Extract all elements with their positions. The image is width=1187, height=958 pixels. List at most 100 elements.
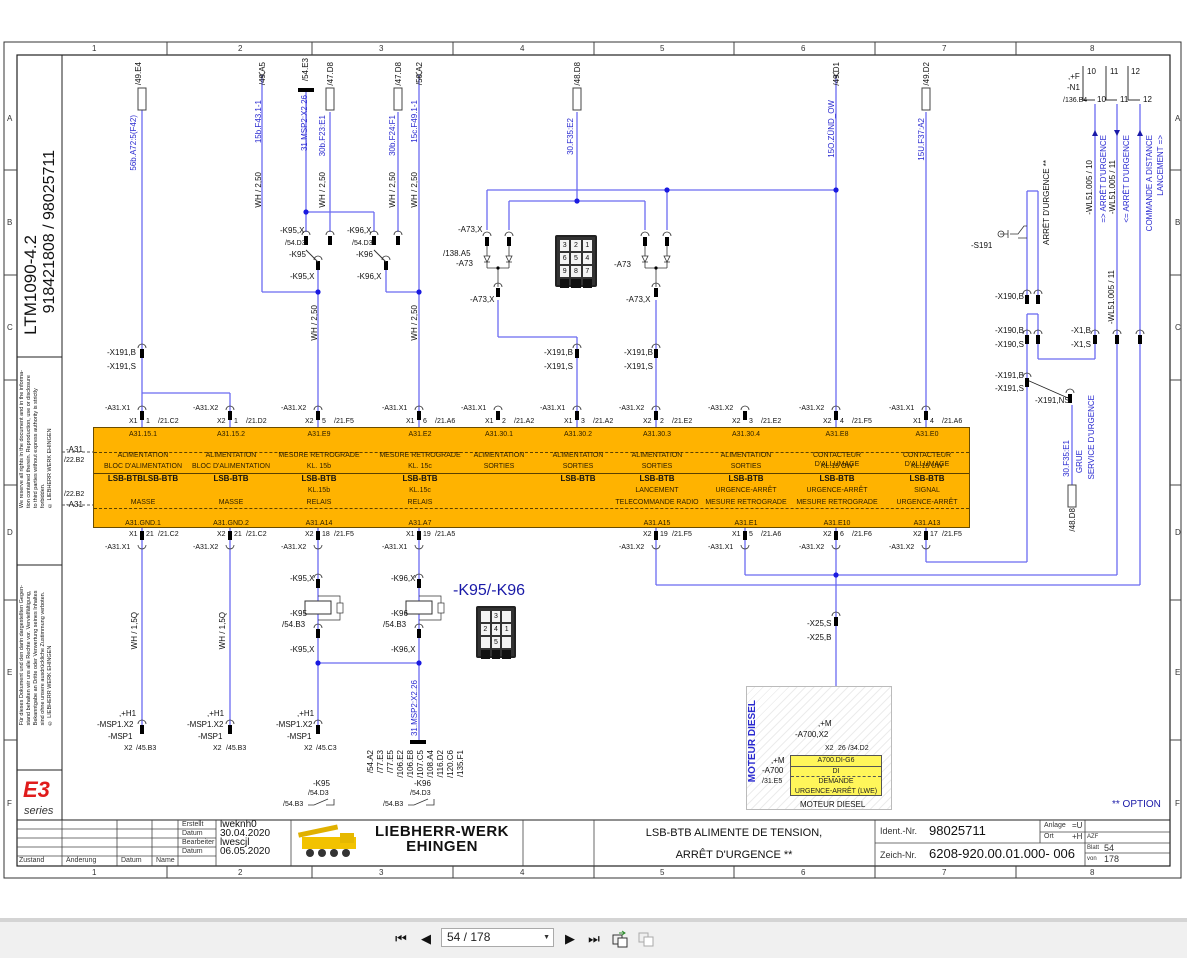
- connector-label: -A31.X1: [708, 544, 734, 551]
- connector-socket-icon: [393, 230, 403, 236]
- page-ref: /21.F6: [852, 531, 872, 538]
- connector-pin-icon: [743, 411, 747, 420]
- connector-label: -A31.X2: [799, 544, 825, 551]
- schematic-label: /49.D1: [832, 62, 841, 86]
- schematic-label: -X191,B: [544, 348, 573, 357]
- connector-pin-icon: [140, 349, 144, 358]
- schematic-label: -X191,S: [995, 384, 1024, 393]
- module-bid: A31.GND.1: [125, 520, 161, 527]
- schematic-label: 15U.F37:A2: [917, 118, 926, 161]
- module-l3: KL.15b: [307, 487, 331, 494]
- connector-pin-icon: [1025, 295, 1029, 304]
- drawing-title: LSB-BTB ALIMENTE DE TENSION,ARRÊT D'URGE…: [645, 827, 823, 861]
- module-lsb: LSB-BTB: [560, 474, 596, 483]
- a700-desc2: URGENCE-ARRÊT (LWE): [794, 787, 878, 795]
- pin-label: X2: [732, 418, 741, 425]
- schematic-label: -K96: [356, 250, 373, 259]
- schematic-label: -S191: [971, 241, 993, 250]
- page-ref: /21.C2: [158, 418, 179, 425]
- previous-page-button[interactable]: ◀: [417, 930, 435, 948]
- schematic-label: -X190,B: [995, 326, 1024, 335]
- schematic-label: -A73: [456, 259, 473, 268]
- pin-cell: 9: [560, 266, 570, 277]
- pin-cell: 7: [582, 266, 592, 277]
- junction-dot: [664, 187, 670, 193]
- schematic-label: /120.C6: [446, 750, 455, 779]
- junction-dot: [315, 660, 321, 666]
- schematic-label: -X190,S: [995, 340, 1024, 349]
- row-letter: D: [1175, 528, 1181, 537]
- schematic-label: /54.E3: [301, 58, 310, 82]
- connector-pin-icon: [417, 411, 421, 420]
- anlage-label: Anlage: [1044, 822, 1066, 829]
- module-id: A31.15.2: [216, 431, 246, 438]
- schematic-label: -K95: [290, 609, 307, 618]
- schematic-label: X2: [825, 745, 834, 752]
- connector-socket-icon: [325, 230, 335, 236]
- n1-terminal: [1127, 66, 1140, 101]
- schematic-label: /22.B2: [64, 491, 85, 498]
- connector-socket-icon: [1135, 329, 1145, 335]
- first-page-button[interactable]: ⏮: [392, 930, 410, 948]
- schematic-label: -K96: [391, 609, 408, 618]
- connector-label: -A31.X1: [461, 405, 487, 412]
- fuse-icon: [1067, 484, 1077, 508]
- schematic-label: /49.D2: [922, 62, 931, 86]
- next-page-button[interactable]: ▶: [561, 930, 579, 948]
- connector-label: -A31.X2: [799, 405, 825, 412]
- schematic-label: /108.A4: [426, 750, 435, 778]
- pin-label: X1: [406, 531, 415, 538]
- pin-number: 17: [930, 531, 938, 538]
- module-l2: SORTIES: [730, 463, 762, 470]
- terminal-bar: [298, 88, 314, 92]
- pin-number: 5: [749, 531, 753, 538]
- schematic-label: -K96: [414, 779, 431, 788]
- schematic-label: 30.F35:E1: [1062, 440, 1071, 477]
- pin-label: X1: [485, 418, 494, 425]
- von-label: von: [1087, 856, 1097, 862]
- schematic-label: ,+M: [771, 756, 785, 765]
- pin-label: X1: [129, 418, 138, 425]
- connector-socket-icon: [740, 405, 750, 411]
- schematic-label: -X25,B: [807, 633, 832, 642]
- schematic-label: -A73,X: [626, 295, 651, 304]
- schematic-label: /54.D3: [352, 240, 373, 247]
- signal-arrow-icon: [1092, 130, 1098, 136]
- module-l1: ALIMENTATION: [631, 452, 683, 459]
- module-divider: [94, 473, 969, 474]
- junction-dot: [416, 660, 422, 666]
- diode-icon: [663, 255, 671, 263]
- schematic-label: ,+M: [818, 719, 832, 728]
- module-l2: SORTIES: [483, 463, 515, 470]
- schematic-label: /107.C5: [416, 750, 425, 779]
- relay-coil-icon: [405, 600, 433, 615]
- schematic-label: -A73: [614, 260, 631, 269]
- go-back-view-button[interactable]: [611, 930, 629, 948]
- fuse-icon: [325, 87, 335, 111]
- schematic-label: 30.F35:E2: [566, 118, 575, 155]
- schematic-label: -K96,X: [347, 226, 372, 235]
- schematic-label: -MSP1: [108, 732, 133, 741]
- module-l4: MESURE RETROGRADE: [796, 499, 878, 506]
- connector-socket-icon: [651, 544, 661, 550]
- schematic-label: 30b.F23:E1: [318, 115, 327, 157]
- page-selector[interactable]: 54 / 178▼: [441, 928, 554, 947]
- connector-socket-icon: [831, 544, 841, 550]
- schematic-label: 31.MSP2:X2.26: [410, 680, 419, 737]
- go-forward-view-button[interactable]: [637, 930, 655, 948]
- row-letter: E: [7, 668, 13, 677]
- sheet-number: 54: [1104, 843, 1115, 853]
- schematic-label: /136.B4: [1063, 97, 1088, 104]
- a700-input-box: A700.DI-G6 DI DEMANDE URGENCE-ARRÊT (LWE…: [790, 755, 882, 796]
- last-page-button[interactable]: ⏭: [585, 930, 603, 948]
- page-ref: /21.A6: [761, 531, 782, 538]
- schematic-label: /54.B3: [282, 620, 306, 629]
- module-l2: KL.15 OW: [820, 463, 854, 470]
